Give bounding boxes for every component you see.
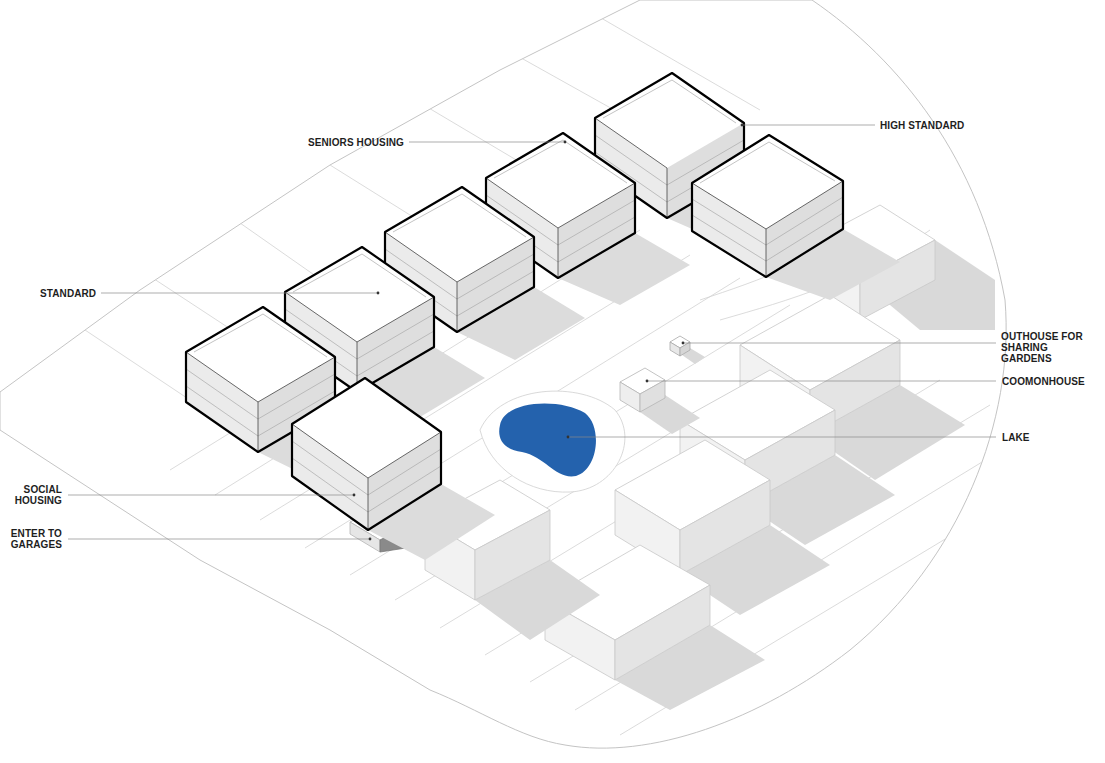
site-outline (0, 0, 1006, 748)
contour-lines (40, 0, 1010, 735)
callout-label: COOMONHOUSE (1002, 376, 1085, 387)
callout-label: SOCIAL HOUSING (5, 484, 62, 506)
leader-dots (353, 124, 744, 541)
callout-label: OUTHOUSE FOR SHARING GARDENS (1001, 331, 1101, 364)
lake-shape (499, 404, 596, 477)
callout-label: LAKE (1002, 432, 1030, 443)
leader-lines (68, 125, 996, 539)
callout-label: SENIORS HOUSING (308, 137, 404, 148)
callout-label: HIGH STANDARD (880, 120, 964, 131)
context-buildings (350, 205, 995, 710)
callout-label: STANDARD (40, 288, 96, 299)
callout-label: ENTER TO GARAGES (5, 528, 62, 550)
housing-blocks (186, 73, 900, 560)
